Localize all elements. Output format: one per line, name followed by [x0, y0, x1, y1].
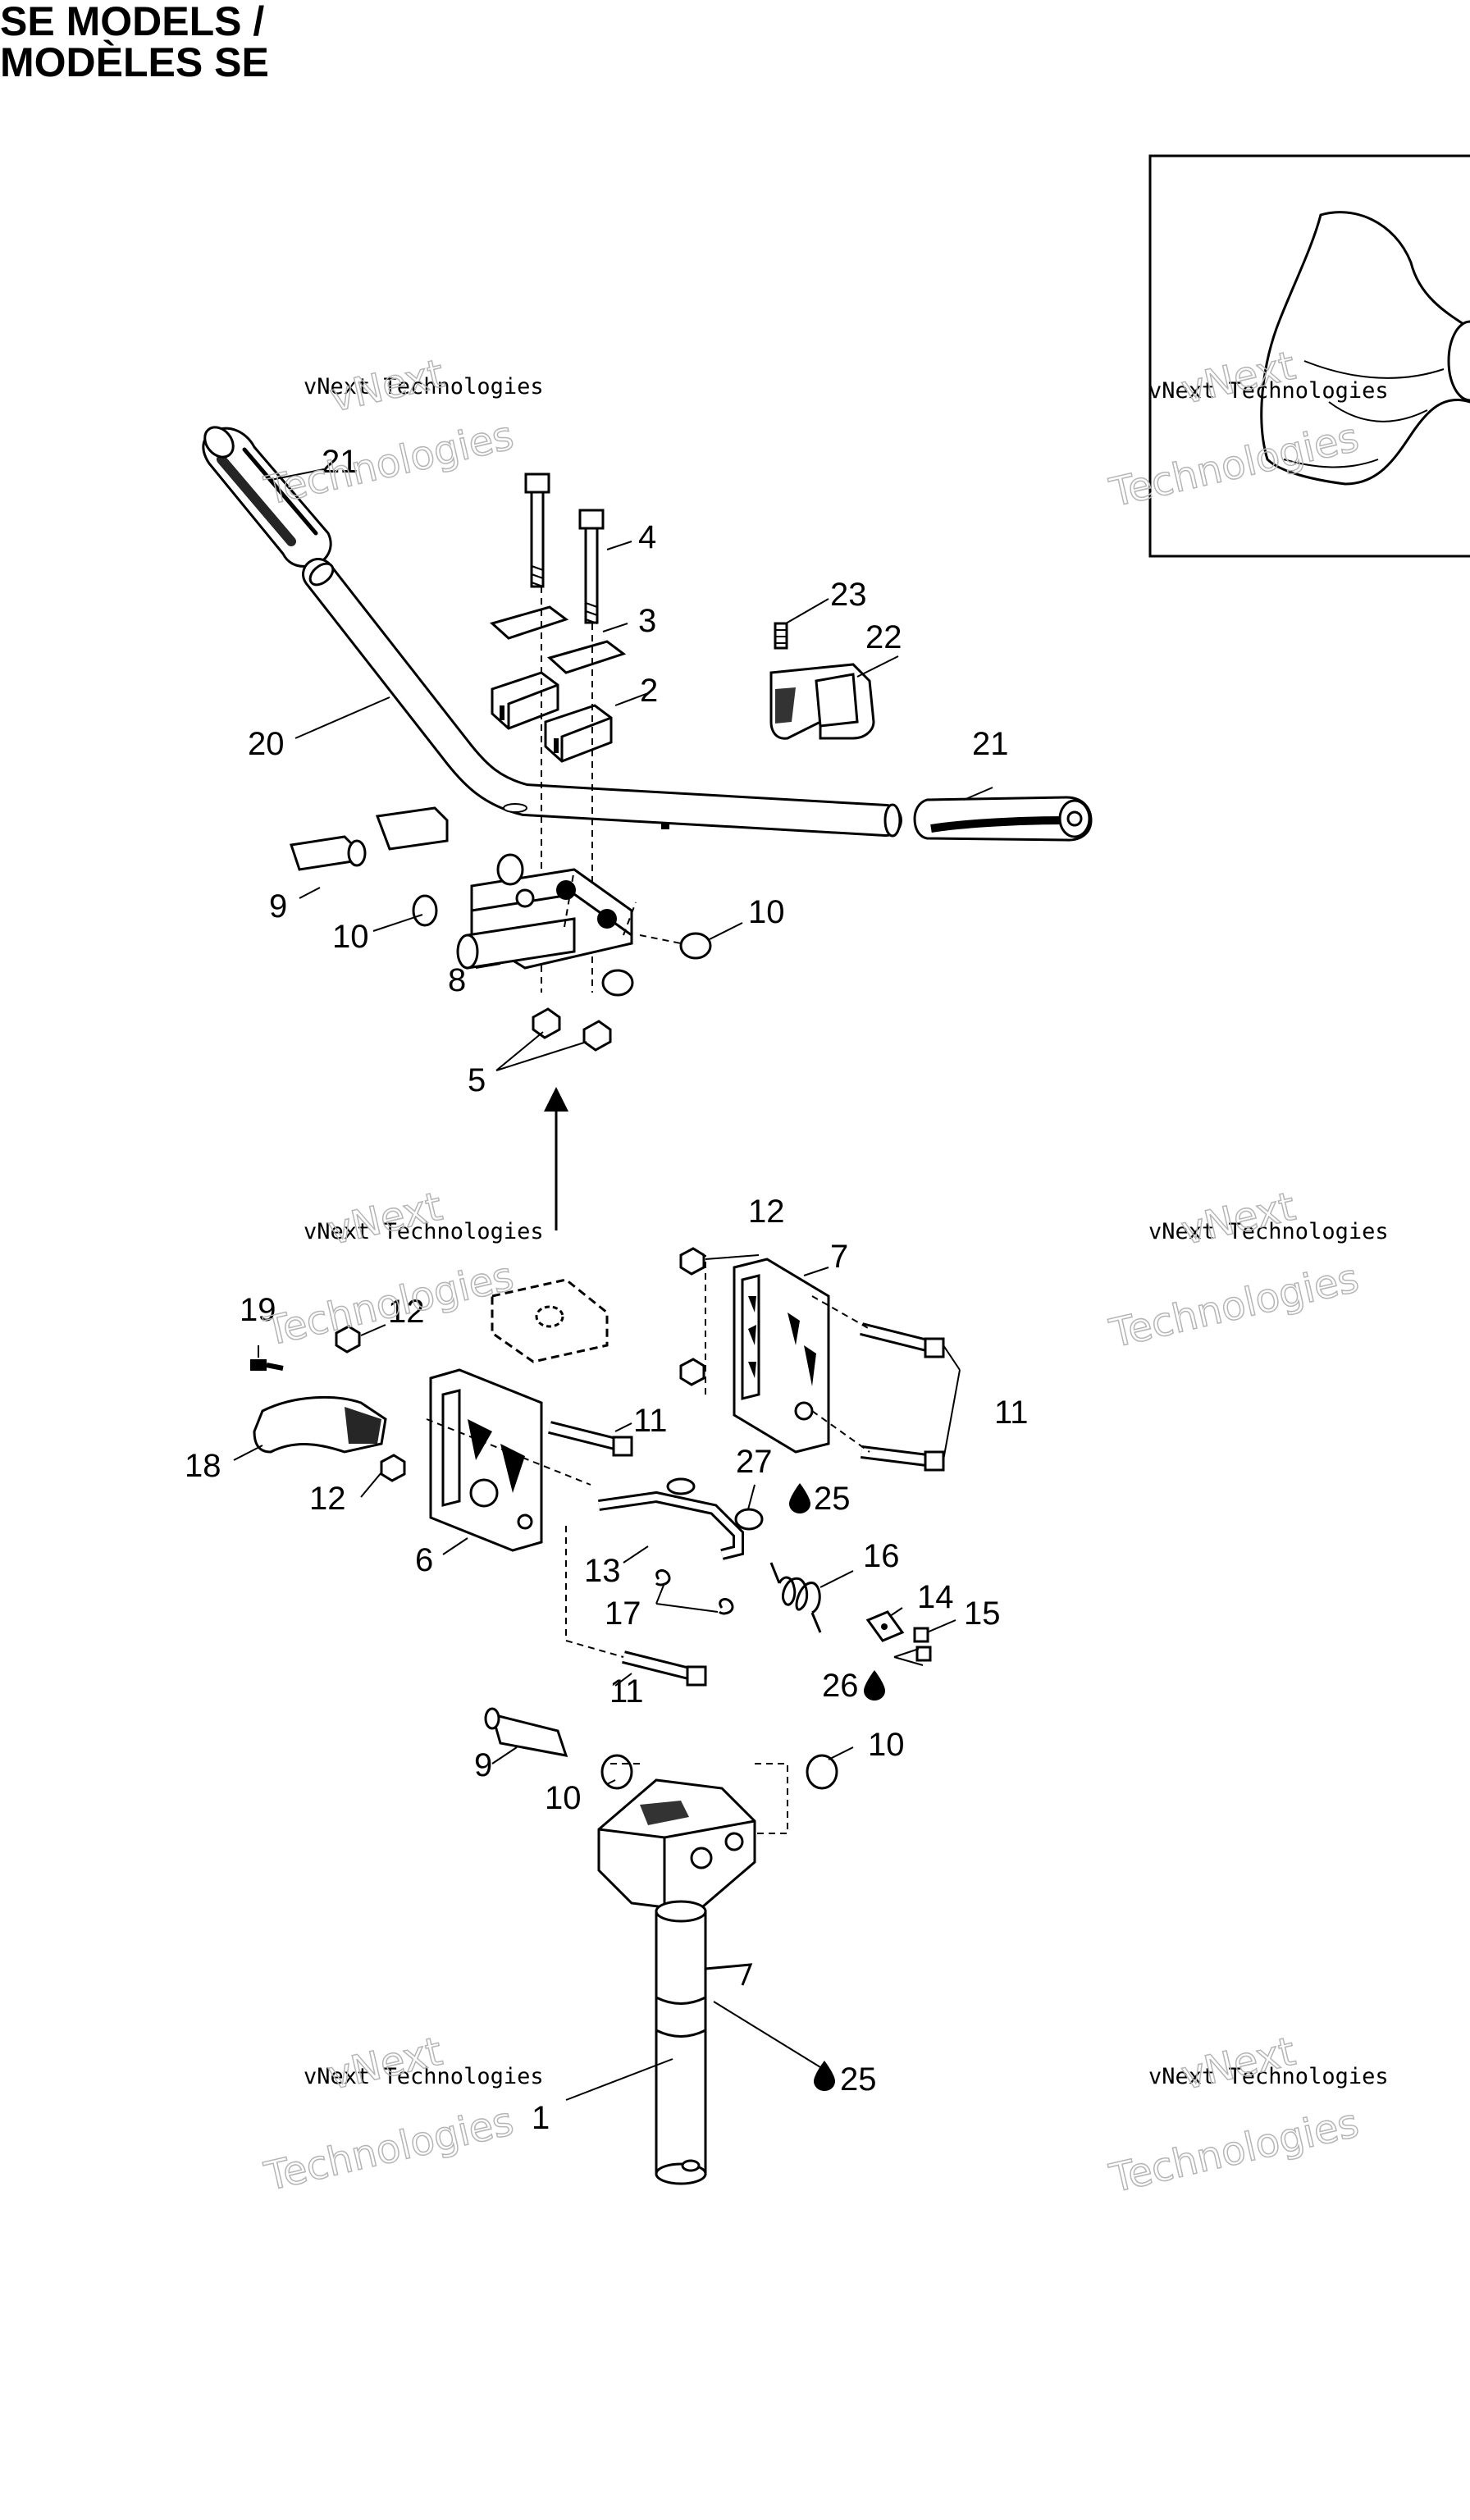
- steering-bracket-assembly: [250, 1247, 945, 1687]
- callout-7: 7: [830, 1239, 848, 1275]
- left-grip-part: [202, 426, 332, 568]
- callout-21-right: 21: [972, 726, 1009, 762]
- callout-17: 17: [605, 1596, 641, 1632]
- callout-23: 23: [830, 577, 867, 613]
- watermark-bottom-right: vNext Technologies vNext Technologies: [1105, 2028, 1389, 2203]
- svg-text:Technologies: Technologies: [1105, 414, 1363, 516]
- watermark-mid-right: vNext Technologies vNext Technologies: [1105, 1183, 1389, 1358]
- callout-labels: 21 4 3 2 23 22 21 20 9 10 10 8 5 12 7 19…: [185, 444, 1029, 2136]
- callout-12-upper: 12: [748, 1194, 785, 1230]
- callout-22: 22: [865, 619, 902, 655]
- callout-10-upper-left: 10: [332, 919, 369, 955]
- callout-3: 3: [638, 603, 656, 639]
- callout-13: 13: [584, 1553, 621, 1589]
- callout-9-lower: 9: [474, 1747, 492, 1783]
- handlebar-tube-part: [302, 558, 902, 838]
- svg-text:vNext Technologies: vNext Technologies: [1148, 1219, 1389, 1244]
- upper-riser-block: [290, 806, 712, 1052]
- callout-8: 8: [448, 962, 466, 998]
- callout-4: 4: [638, 519, 656, 555]
- callout-11-lower: 11: [609, 1673, 644, 1710]
- bracket-bolts-part: [548, 1322, 945, 1687]
- callout-1: 1: [532, 2100, 550, 2136]
- callout-16: 16: [863, 1538, 900, 1574]
- svg-text:vNext Technologies: vNext Technologies: [304, 374, 544, 399]
- callout-10-upper-right: 10: [748, 894, 785, 930]
- callout-21-left: 21: [322, 444, 358, 480]
- watermark-top-left: vNext Technologies vNext Technologies: [259, 350, 544, 515]
- return-spring-part: [769, 1562, 822, 1633]
- grip-detail-inset: [1148, 154, 1470, 558]
- callout-11-mid: 11: [633, 1403, 668, 1439]
- svg-text:Technologies: Technologies: [260, 1253, 518, 1355]
- svg-text:Technologies: Technologies: [1105, 2100, 1363, 2202]
- callout-12-mid: 12: [388, 1294, 425, 1330]
- svg-text:Technologies: Technologies: [260, 413, 518, 514]
- clamp-bolts-part: [524, 472, 605, 624]
- svg-text:vNext: vNext: [326, 351, 448, 422]
- svg-text:Technologies: Technologies: [260, 2098, 518, 2200]
- clamp-caps-part: [491, 671, 613, 763]
- callout-11-right: 11: [994, 1395, 1029, 1431]
- lube-drop-icon: [864, 1670, 885, 1701]
- callout-18: 18: [185, 1448, 221, 1484]
- callout-10-lower-right: 10: [868, 1727, 905, 1763]
- watermark-bottom-left: vNext Technologies vNext Technologies: [259, 2028, 544, 2201]
- svg-text:vNext Technologies: vNext Technologies: [1148, 2064, 1389, 2089]
- callout-10-lower-left: 10: [545, 1780, 582, 1816]
- svg-text:Technologies: Technologies: [1105, 1255, 1363, 1357]
- svg-text:vNext Technologies: vNext Technologies: [1148, 378, 1389, 404]
- callout-9-upper: 9: [269, 888, 287, 924]
- svg-text:vNext Technologies: vNext Technologies: [304, 2064, 544, 2089]
- handlebar-assembly: [202, 426, 1093, 993]
- callout-27: 27: [736, 1444, 773, 1480]
- callout-2: 2: [640, 673, 658, 709]
- page-title-line-2: MODÈLES SE: [0, 39, 269, 85]
- callout-14: 14: [917, 1579, 954, 1615]
- callout-25-mid: 25: [814, 1481, 851, 1517]
- callout-25-lower: 25: [840, 2061, 877, 2098]
- lube-drop-icon: [789, 1483, 810, 1513]
- leader-lines: [233, 468, 993, 2101]
- lube-drop-icon: [814, 2061, 835, 2091]
- callout-26: 26: [822, 1668, 859, 1704]
- callout-5: 5: [468, 1062, 486, 1098]
- right-grip-part: [913, 796, 1093, 842]
- callout-15: 15: [964, 1596, 1001, 1632]
- callout-20: 20: [248, 726, 285, 762]
- steering-column-assembly: [484, 1707, 838, 2185]
- page-title-line-1: SE MODELS /: [0, 0, 265, 44]
- throttle-housing-part: [769, 622, 875, 740]
- callout-12-lower: 12: [309, 1481, 346, 1517]
- callout-19: 19: [240, 1292, 276, 1328]
- svg-text:vNext Technologies: vNext Technologies: [304, 1219, 544, 1244]
- clamp-plates-part: [489, 605, 627, 674]
- callout-6: 6: [415, 1542, 433, 1578]
